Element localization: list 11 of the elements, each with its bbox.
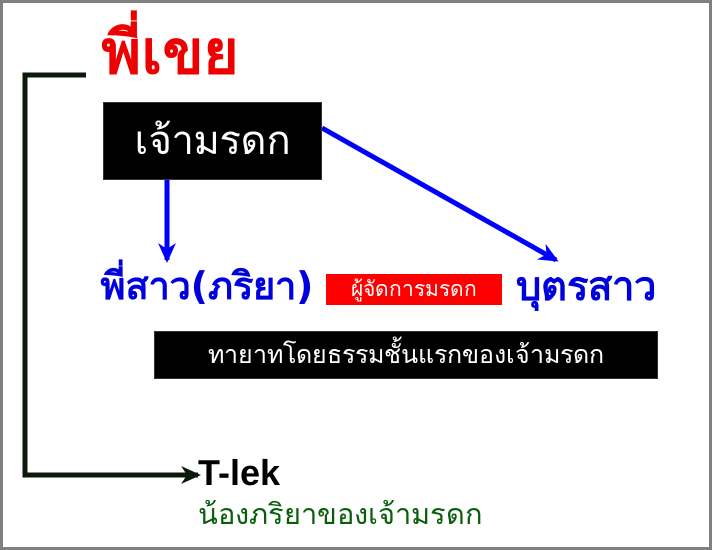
person-label: T-lek [198,452,280,494]
banner-box: ทายาทโดยธรรมชั้นแรกของเจ้ามรดก [154,331,658,379]
person-label: พี่สาว(ภริยา) [96,260,318,314]
person-label: บุตรสาว [508,260,664,314]
arrow [320,126,559,262]
arrow [158,180,176,263]
caption-text: น้องภริยาของเจ้ามรดก [198,496,483,533]
elbow-arrow [22,72,201,484]
person-label: พี่เขย [86,6,254,100]
tag-box: ผู้จัดการมรดก [326,274,502,305]
name-box: เจ้ามรดก [103,102,322,180]
